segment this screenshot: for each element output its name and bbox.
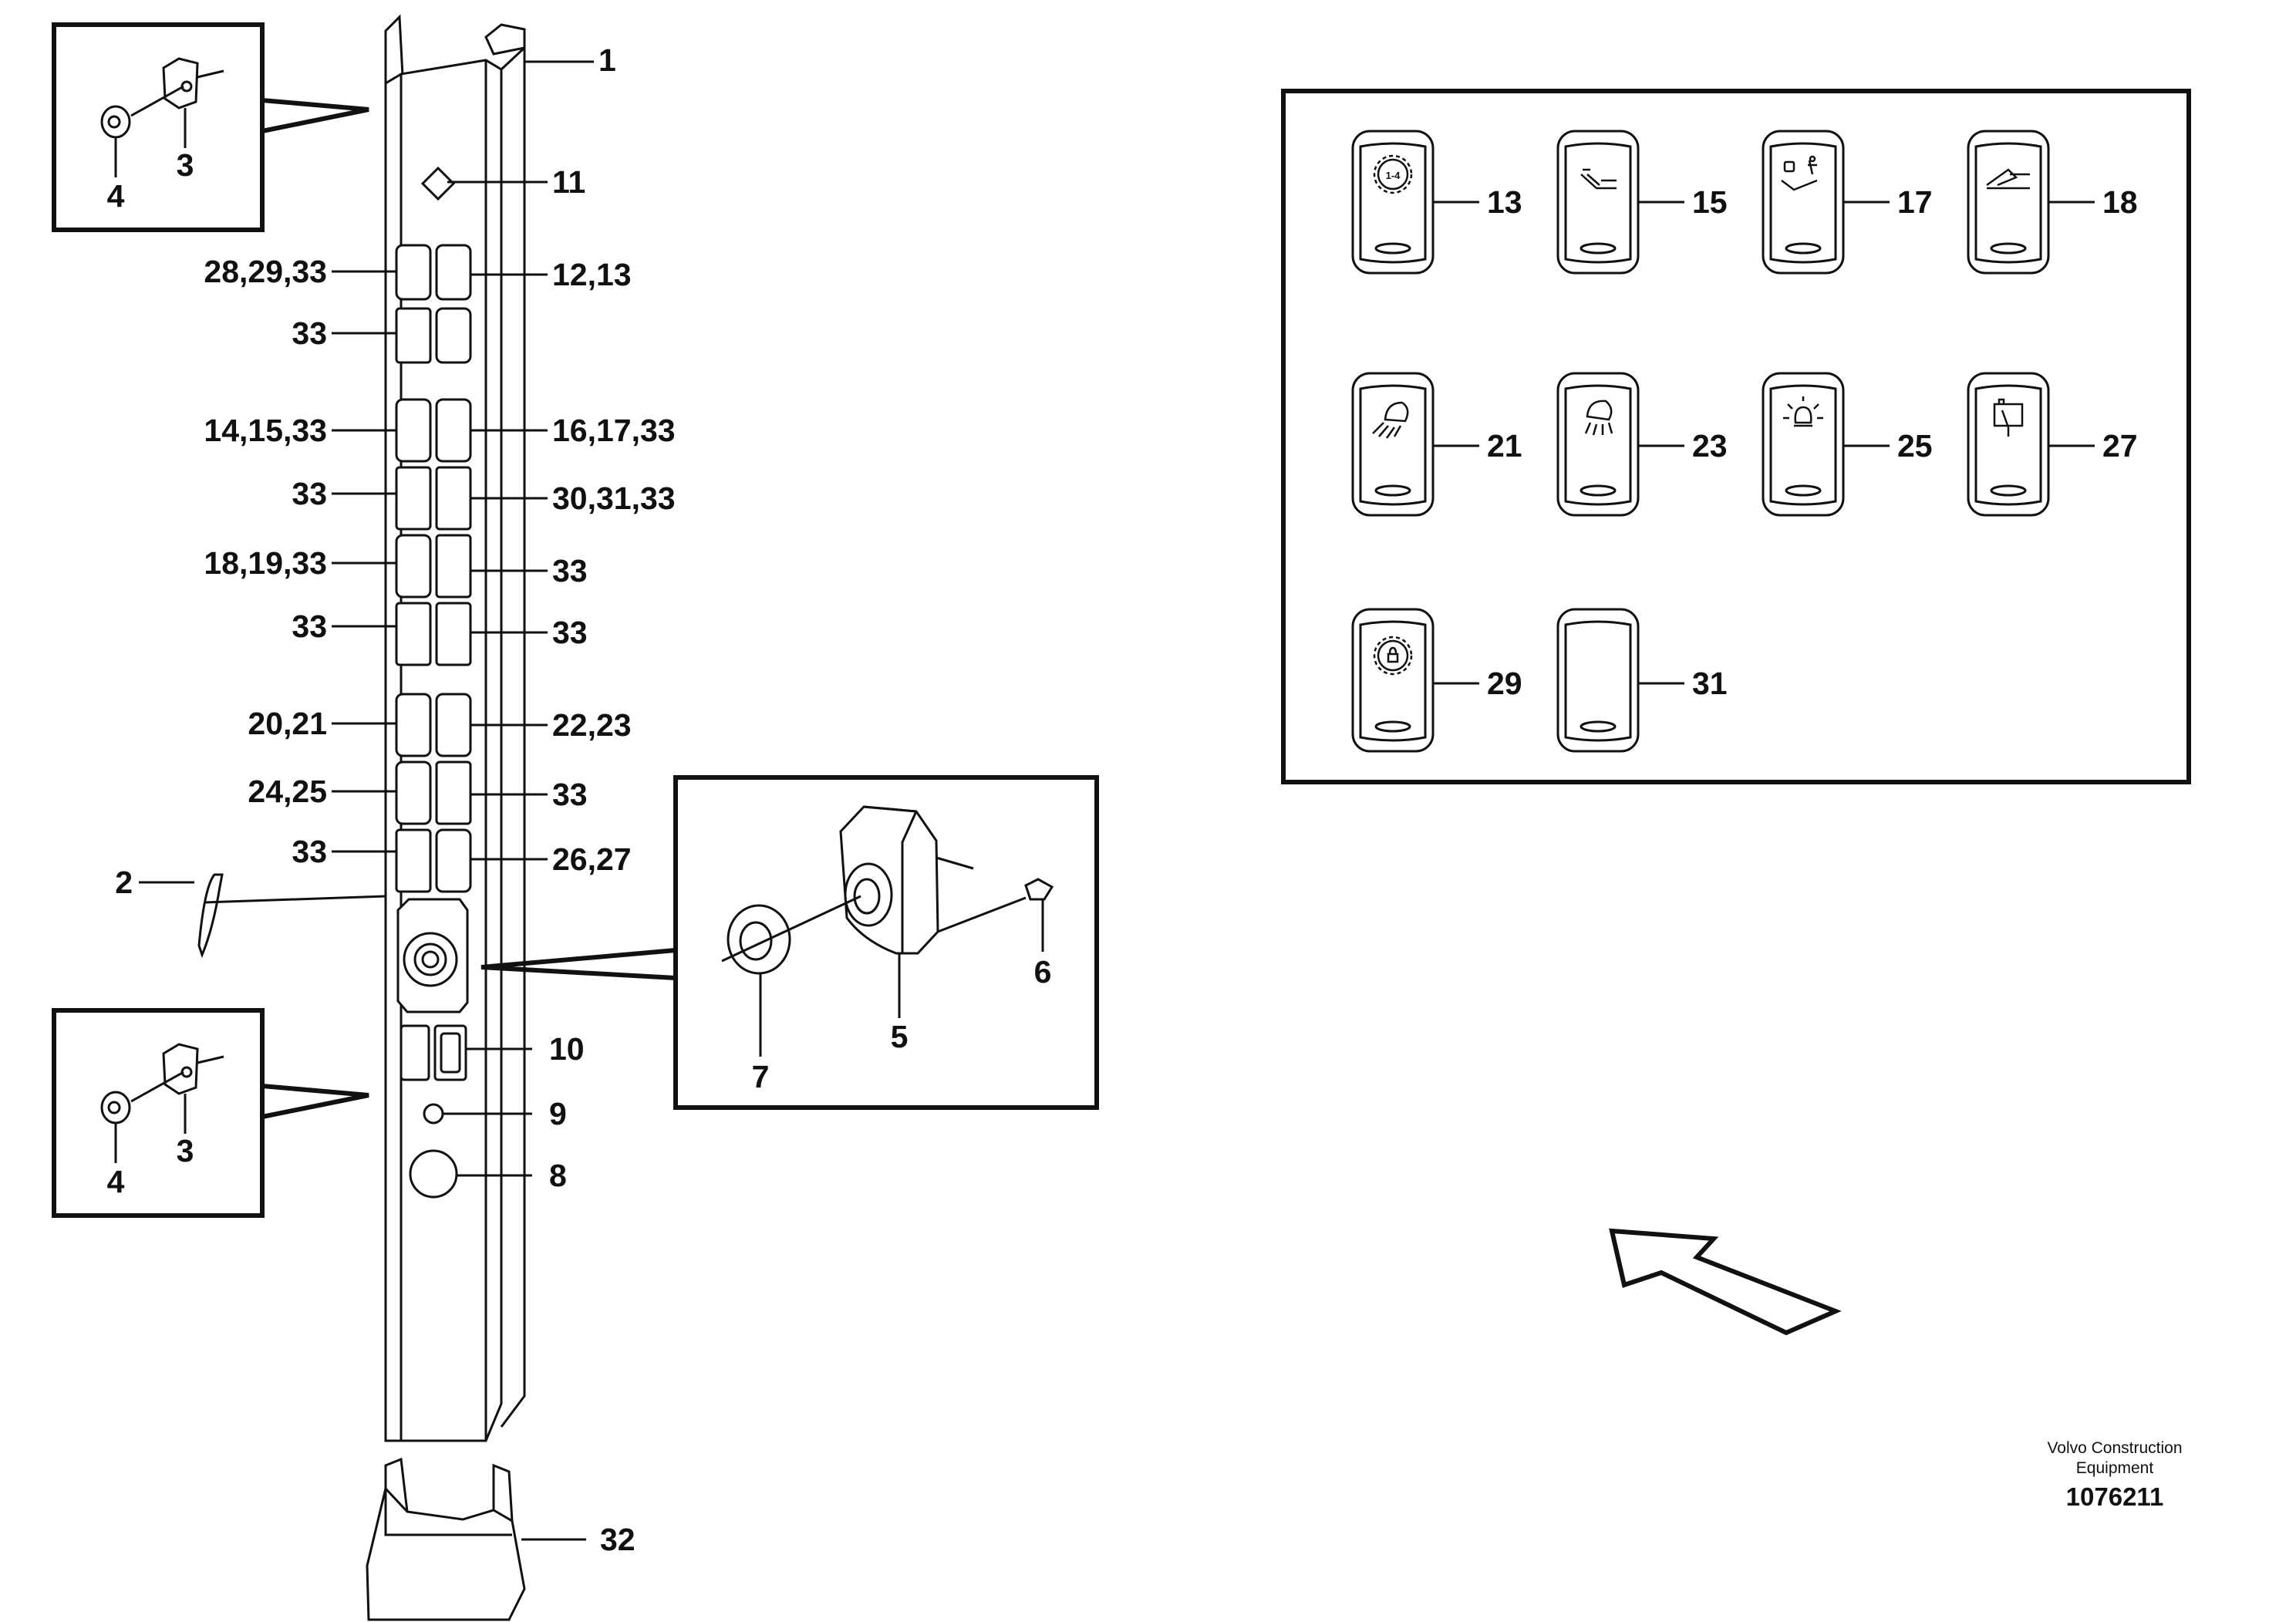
- bottom-detail-callout-4: 4: [107, 1164, 125, 1199]
- bottom-detail-box: 4 3: [52, 1008, 369, 1218]
- switch-25-label: 25: [1897, 428, 1933, 464]
- callout-33: 33: [552, 615, 588, 650]
- bottom-detail-callout-3: 3: [177, 1133, 194, 1168]
- switch-23: 23: [1556, 372, 1728, 517]
- callout-33: 33: [292, 315, 327, 351]
- round-plug: [409, 1149, 458, 1199]
- callout-30-31-33: 30,31,33: [552, 481, 676, 516]
- callout-33: 33: [292, 834, 327, 869]
- callout-26-27: 26,27: [552, 841, 632, 877]
- switch-27-label: 27: [2102, 428, 2138, 464]
- callout-28-29-33: 28,29,33: [204, 254, 327, 289]
- callout-22-23: 22,23: [552, 707, 632, 743]
- switch-column: [384, 14, 526, 1442]
- bucket-level-icon: [1986, 168, 2030, 190]
- socket-callout-7: 7: [752, 1059, 770, 1094]
- column-switch-10: [433, 1024, 467, 1081]
- switch-29-label: 29: [1487, 666, 1522, 701]
- view-direction-arrow: [1609, 1228, 1842, 1336]
- switch-panel-box: 1-4 13 15: [1281, 89, 2191, 784]
- switch-18: 18: [1967, 130, 2138, 275]
- column-switch-row-1: [395, 244, 472, 364]
- label-11: [420, 166, 456, 201]
- switch-13-label: 13: [1487, 184, 1522, 220]
- callout-33: 33: [292, 609, 327, 644]
- callout-11: 11: [552, 164, 585, 200]
- switch-15: 15: [1556, 130, 1728, 275]
- switch-17-label: 17: [1897, 184, 1933, 220]
- beacon-light-icon: [1783, 396, 1823, 427]
- socket-housing: [396, 898, 469, 1013]
- callout-33: 33: [292, 476, 327, 511]
- work-light-front-icon: [1372, 401, 1409, 439]
- gear-1-4-icon: 1-4: [1373, 154, 1413, 194]
- callout-12-13: 12,13: [552, 257, 632, 292]
- switch-21-label: 21: [1487, 428, 1522, 464]
- callout-33: 33: [552, 553, 588, 588]
- socket-callout-5: 5: [891, 1019, 909, 1054]
- column-switch-blank: [400, 1024, 430, 1081]
- callout-2: 2: [115, 865, 133, 900]
- top-detail-callout-3: 3: [177, 147, 194, 183]
- switch-31: 31: [1556, 608, 1728, 753]
- callout-1: 1: [598, 42, 616, 78]
- boom-float-icon: [1580, 168, 1617, 190]
- switch-15-label: 15: [1692, 184, 1728, 220]
- switch-17: 17: [1762, 130, 1933, 275]
- indicator-lamp: [423, 1103, 444, 1125]
- caption-company-line2: Equipment: [2076, 1459, 2154, 1477]
- gear-lock-icon: [1373, 636, 1413, 676]
- svg-text:1-4: 1-4: [1386, 170, 1401, 181]
- callout-32: 32: [600, 1522, 636, 1557]
- callout-14-15-33: 14,15,33: [204, 413, 327, 448]
- column-switch-row-2: [395, 398, 472, 666]
- part-2-clip: [197, 873, 224, 959]
- callout-10: 10: [549, 1031, 585, 1067]
- socket-callout-6: 6: [1034, 954, 1052, 990]
- caption-company: Volvo Construction: [2047, 1439, 2182, 1457]
- switch-21: 21: [1351, 372, 1522, 517]
- switch-29: 29: [1351, 608, 1522, 753]
- caption: Volvo Construction Equipment 1076211: [2047, 1439, 2182, 1511]
- callout-18-19-33: 18,19,33: [204, 545, 327, 581]
- socket-detail-box: 7 5 6: [480, 775, 1099, 1110]
- switch-25: 25: [1762, 372, 1933, 517]
- rear-wiper-icon: [1993, 398, 2024, 437]
- callout-24-25: 24,25: [248, 774, 327, 809]
- bottom-cover: [366, 1457, 526, 1621]
- column-leaders: [139, 60, 594, 1541]
- callout-16-17-33: 16,17,33: [552, 413, 676, 448]
- top-detail-box: 4 3: [52, 22, 369, 232]
- caption-drawing-number: 1076211: [2066, 1482, 2164, 1511]
- switch-23-label: 23: [1692, 428, 1728, 464]
- switch-27: 27: [1967, 372, 2138, 517]
- work-light-rear-icon: [1584, 400, 1613, 436]
- switch-31-label: 31: [1692, 666, 1728, 701]
- column-callouts: 1 11 12,13 28,29,33 33 14,15,33 16,17,33…: [115, 42, 675, 1557]
- callout-33: 33: [552, 777, 588, 812]
- top-detail-callout-4: 4: [107, 178, 125, 214]
- switch-13: 1-4 13: [1351, 130, 1522, 275]
- callout-8: 8: [549, 1158, 567, 1193]
- callout-9: 9: [549, 1096, 567, 1131]
- callout-20-21: 20,21: [248, 706, 327, 741]
- seat-lock-icon: [1781, 155, 1818, 191]
- switch-18-label: 18: [2102, 184, 2138, 220]
- column-switch-row-3: [395, 693, 472, 893]
